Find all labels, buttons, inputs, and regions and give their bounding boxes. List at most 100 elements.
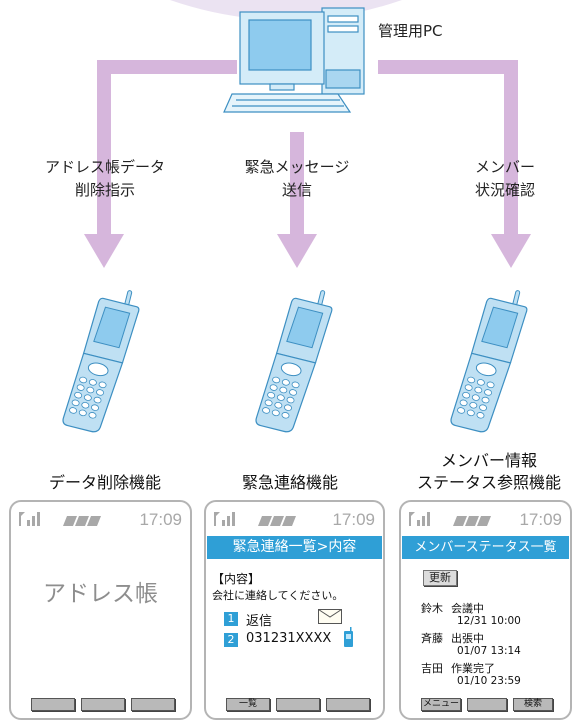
- section-heading: 【内容】: [212, 572, 261, 586]
- member-time: 01/10 23:59: [457, 675, 521, 687]
- softkey-right[interactable]: [131, 698, 175, 711]
- flow-label-line1: アドレス帳データ: [44, 158, 165, 176]
- phone-key: [459, 399, 468, 407]
- member-time: 12/31 10:00: [457, 615, 521, 627]
- mobile-phone-icon: [450, 290, 528, 433]
- update-button[interactable]: 更新: [423, 570, 457, 586]
- phone-key: [281, 379, 290, 386]
- phone-key: [291, 381, 300, 389]
- phone-screen-delete: 17:09 アドレス帳: [9, 500, 192, 720]
- option-number: 1: [224, 612, 238, 626]
- flow-label-line1: メンバー: [474, 158, 535, 176]
- clock: 17:09: [332, 510, 375, 529]
- member-name: 斉藤: [421, 632, 443, 645]
- member-name: 鈴木: [421, 602, 443, 615]
- softkey-list[interactable]: 一覧: [226, 698, 270, 711]
- phone-key: [471, 394, 480, 401]
- arrow-right-vertical: [504, 60, 518, 236]
- softkey-bar: 一覧: [206, 698, 383, 712]
- mobile-phone-icon: [255, 290, 333, 433]
- softkey-left[interactable]: [31, 698, 75, 711]
- phone-key: [269, 384, 278, 391]
- phone-key: [91, 404, 99, 411]
- flow-label-emergency: 緊急メッセージ 送信: [222, 156, 372, 202]
- phone-key: [276, 394, 285, 401]
- softkey-center[interactable]: [81, 698, 125, 711]
- phone-screen-emergency: 17:09 緊急連絡一覧>内容 【内容】 会社に連絡してください。 1 返信 2…: [204, 500, 385, 720]
- softkey-menu[interactable]: メニュー: [421, 698, 461, 711]
- phone-key: [474, 386, 483, 394]
- phone-key: [271, 409, 280, 417]
- phone-key: [78, 409, 87, 417]
- phone-key: [69, 407, 78, 414]
- phone-key: [267, 391, 276, 399]
- softkey-right[interactable]: [326, 698, 370, 711]
- phone-screen-member-status: 17:09 メンバーステータス一覧 更新 鈴木 会議中 12/31 10:00 …: [399, 500, 572, 720]
- phone-key: [274, 401, 283, 409]
- phone-key: [93, 396, 102, 404]
- phone-key: [476, 379, 485, 386]
- battery-icon: [63, 516, 101, 526]
- phone-key: [469, 401, 478, 409]
- screen-header: 緊急連絡一覧>内容: [207, 536, 382, 559]
- signal-icon: [214, 512, 235, 526]
- mobile-phone-icon: [62, 290, 140, 433]
- softkey-center[interactable]: [276, 698, 320, 711]
- phone-key: [462, 391, 471, 399]
- phone-key: [86, 386, 95, 394]
- function-title-line1: データ削除機能: [48, 473, 161, 492]
- message-text: 会社に連絡してください。: [212, 589, 344, 602]
- phone-key: [83, 394, 92, 401]
- softkey-search[interactable]: 検索: [513, 698, 553, 711]
- flow-label-status: メンバー 状況確認: [430, 156, 574, 202]
- phone-key: [479, 404, 487, 411]
- phone-key: [81, 401, 90, 409]
- member-status: 会議中: [451, 602, 484, 615]
- phone-key: [466, 409, 475, 417]
- member-status: 作業完了: [451, 662, 495, 675]
- option-label: 返信: [246, 614, 273, 629]
- status-bar: 17:09: [11, 508, 190, 534]
- status-bar: 17:09: [206, 508, 383, 534]
- pc-label: 管理用PC: [378, 22, 443, 40]
- phone-key: [467, 376, 476, 384]
- signal-icon: [19, 512, 40, 526]
- member-name: 吉田: [421, 662, 443, 675]
- phone-key: [264, 399, 273, 407]
- phone-key: [484, 389, 493, 396]
- option-number: 2: [224, 633, 238, 647]
- option-label: 031231XXXX: [246, 631, 332, 646]
- pc-icon: [223, 7, 365, 113]
- phone-key: [88, 412, 97, 419]
- phone-key: [279, 386, 288, 394]
- phone-key: [464, 384, 473, 391]
- phone-key: [79, 376, 88, 384]
- flow-label-line2: 削除指示: [74, 181, 135, 199]
- phone-key: [476, 412, 485, 419]
- phone-key: [486, 381, 495, 389]
- function-title-delete: データ削除機能: [20, 472, 190, 494]
- phone-key: [284, 404, 292, 411]
- flow-label-line2: 送信: [281, 181, 312, 199]
- arrow-left-horizontal: [97, 60, 237, 74]
- flow-label-line2: 状況確認: [474, 181, 535, 199]
- softkey-bar: メニュー 検索: [401, 698, 570, 712]
- clock: 17:09: [139, 510, 182, 529]
- phone-key: [88, 379, 97, 386]
- mobile-phones: [62, 290, 528, 433]
- arrow-left-head: [84, 234, 124, 268]
- softkey-center[interactable]: [467, 698, 507, 711]
- signal-icon: [409, 512, 430, 526]
- phone-key: [272, 376, 281, 384]
- phone-key: [457, 407, 466, 414]
- envelope-icon: [318, 609, 342, 624]
- softkey-bar: [11, 698, 190, 712]
- flow-label-line1: 緊急メッセージ: [244, 158, 350, 176]
- phone-key: [262, 407, 271, 414]
- battery-icon: [453, 516, 491, 526]
- phone-key: [98, 381, 107, 389]
- phone-key: [76, 384, 85, 391]
- flow-label-delete: アドレス帳データ 削除指示: [30, 156, 180, 202]
- status-bar: 17:09: [401, 508, 570, 534]
